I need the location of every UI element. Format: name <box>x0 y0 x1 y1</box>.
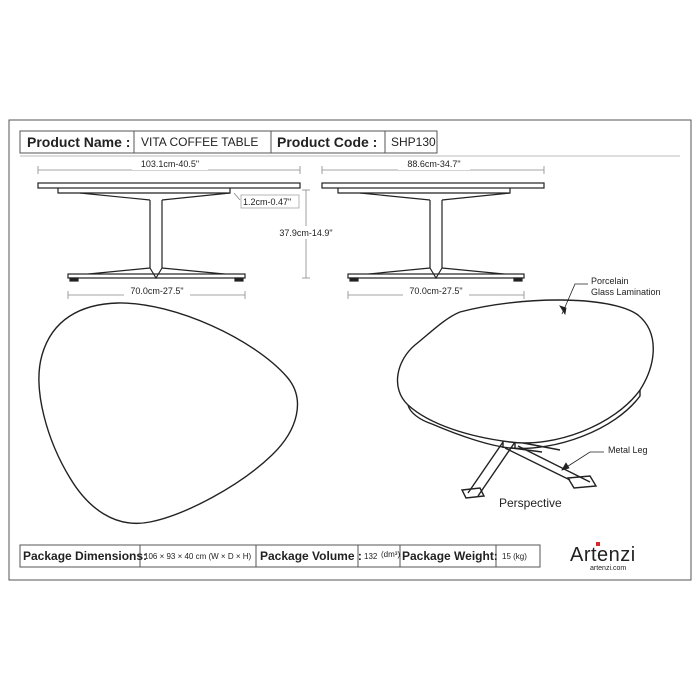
header-row: Product Name : VITA COFFEE TABLE Product… <box>19 130 680 157</box>
product-name-value: VITA COFFEE TABLE <box>141 135 258 149</box>
product-code-label: Product Code : <box>277 134 377 150</box>
top-material-line2: Glass Lamination <box>591 287 661 297</box>
side-base-label: 70.0cm-27.5" <box>409 286 462 296</box>
package-dimensions-value: 106 × 93 × 40 cm (W × D × H) <box>144 552 251 561</box>
package-dimensions-label: Package Dimensions: <box>23 549 147 563</box>
brand-name: Artenzi <box>570 544 636 566</box>
front-elevation <box>37 182 301 282</box>
perspective-label: Perspective <box>499 496 562 510</box>
side-width-label: 88.6cm-34.7" <box>407 159 460 169</box>
brand-url: artenzi.com <box>590 565 626 572</box>
footer-row: Package Dimensions: 106 × 93 × 40 cm (W … <box>19 544 541 568</box>
annotation-leaders <box>559 283 604 471</box>
package-weight-label: Package Weight: <box>402 549 498 563</box>
top-view-outline <box>38 302 299 524</box>
product-name-label: Product Name : <box>27 134 130 150</box>
side-elevation <box>321 182 545 282</box>
brand-accent-mark <box>596 542 600 546</box>
brand-logo: Artenzi artenzi.com <box>570 542 636 572</box>
top-material-line1: Porcelain <box>591 276 629 286</box>
sheet-frame <box>8 119 692 581</box>
package-volume-value: 132 <box>364 552 378 561</box>
top-thickness-label: 1.2cm-0.47" <box>243 197 291 207</box>
front-base-label: 70.0cm-27.5" <box>130 286 183 296</box>
package-volume-label: Package Volume : <box>260 549 362 563</box>
package-volume-unit: (dm³) <box>381 550 400 559</box>
front-width-label: 103.1cm-40.5" <box>141 159 199 169</box>
leg-material-label: Metal Leg <box>608 445 648 455</box>
height-label: 37.9cm-14.9" <box>279 228 332 238</box>
perspective-view <box>396 299 654 499</box>
product-code-value: SHP130 <box>391 135 436 149</box>
dimension-labels: 103.1cm-40.5" 88.6cm-34.7" 1.2cm-0.47" 3… <box>124 158 470 297</box>
package-weight-value: 15 (kg) <box>502 552 527 561</box>
